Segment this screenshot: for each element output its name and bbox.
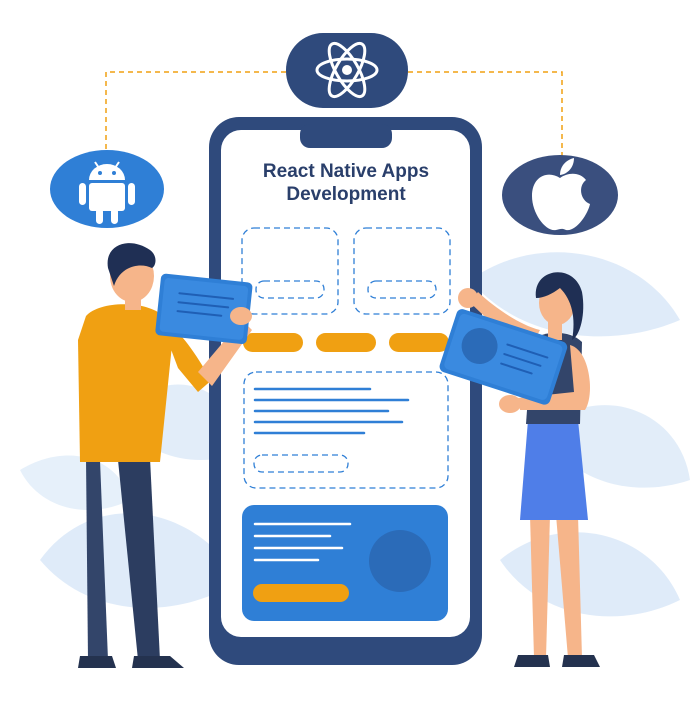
phone-placeholders <box>241 227 451 489</box>
phone-text-lines <box>253 387 410 435</box>
android-badge <box>50 150 164 228</box>
apple-logo-icon <box>532 158 590 231</box>
connector-lines <box>105 71 563 156</box>
woman-figure <box>439 272 600 667</box>
phone-pill-row <box>243 333 449 352</box>
phone-bottom-card <box>242 505 448 621</box>
react-icon-pill <box>286 33 408 108</box>
page-title-line-2: Development <box>286 184 406 205</box>
page-title-line-1: React Native Apps <box>262 161 430 182</box>
react-logo-icon <box>315 41 379 99</box>
apple-badge <box>502 155 618 235</box>
man-figure <box>78 243 253 668</box>
android-logo-icon <box>79 161 135 224</box>
